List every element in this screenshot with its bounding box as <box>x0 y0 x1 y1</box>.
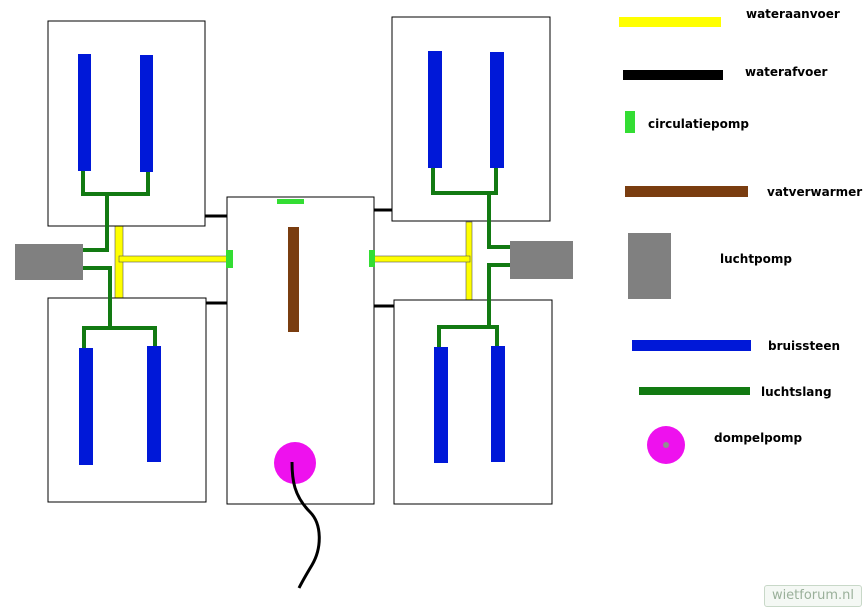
legend-vatverwarmer-swatch <box>625 186 748 197</box>
legend-luchtslang-label: luchtslang <box>761 385 832 399</box>
legend-wateraanvoer-swatch <box>619 17 721 27</box>
containers <box>47 16 553 505</box>
circulation-pump <box>277 199 304 204</box>
legend-symbols <box>619 17 751 464</box>
legend-vatverwarmer-label: vatverwarmer <box>767 185 863 199</box>
container-bottom-right <box>393 299 553 505</box>
air-pump-left <box>15 244 83 280</box>
legend-luchtpomp-swatch <box>628 233 671 299</box>
circulation-pump <box>369 250 375 267</box>
air-stone <box>79 348 93 465</box>
container-top-right <box>391 16 551 222</box>
container-top-left <box>47 20 206 227</box>
circulation-pumps <box>226 199 375 268</box>
legend-luchtpomp-label: luchtpomp <box>720 252 792 266</box>
drain-lines <box>205 208 394 308</box>
air-stone <box>147 346 161 462</box>
circulation-pump <box>226 250 233 268</box>
legend-circulatiepomp-swatch <box>625 111 635 133</box>
air-hoses <box>81 168 510 349</box>
legend-circulatiepomp-label: circulatiepomp <box>648 117 749 131</box>
legend-waterafvoer-swatch <box>623 70 723 80</box>
legend-bruissteen-label: bruissteen <box>768 339 841 353</box>
legend-luchtslang-swatch <box>639 387 750 395</box>
container-bottom-left <box>47 297 207 503</box>
tank-heater <box>288 227 299 332</box>
air-pumps <box>15 241 573 280</box>
air-stone <box>434 347 448 463</box>
watermark: wietforum.nl <box>764 585 862 607</box>
air-stone <box>428 51 442 168</box>
legend-bruissteen-swatch <box>632 340 751 351</box>
legend-wateraanvoer-label: wateraanvoer <box>746 7 840 21</box>
air-stone <box>491 346 505 462</box>
air-stone <box>140 55 153 172</box>
legend-dompelpomp-label: dompelpomp <box>714 431 803 445</box>
air-stone <box>78 54 91 171</box>
legend-waterafvoer-label: waterafvoer <box>745 65 828 79</box>
air-pump-right <box>510 241 573 279</box>
air-stones <box>78 51 505 465</box>
air-stone <box>490 52 504 168</box>
legend-dompelpomp-icon <box>647 426 685 464</box>
submersible-pump <box>274 442 321 589</box>
